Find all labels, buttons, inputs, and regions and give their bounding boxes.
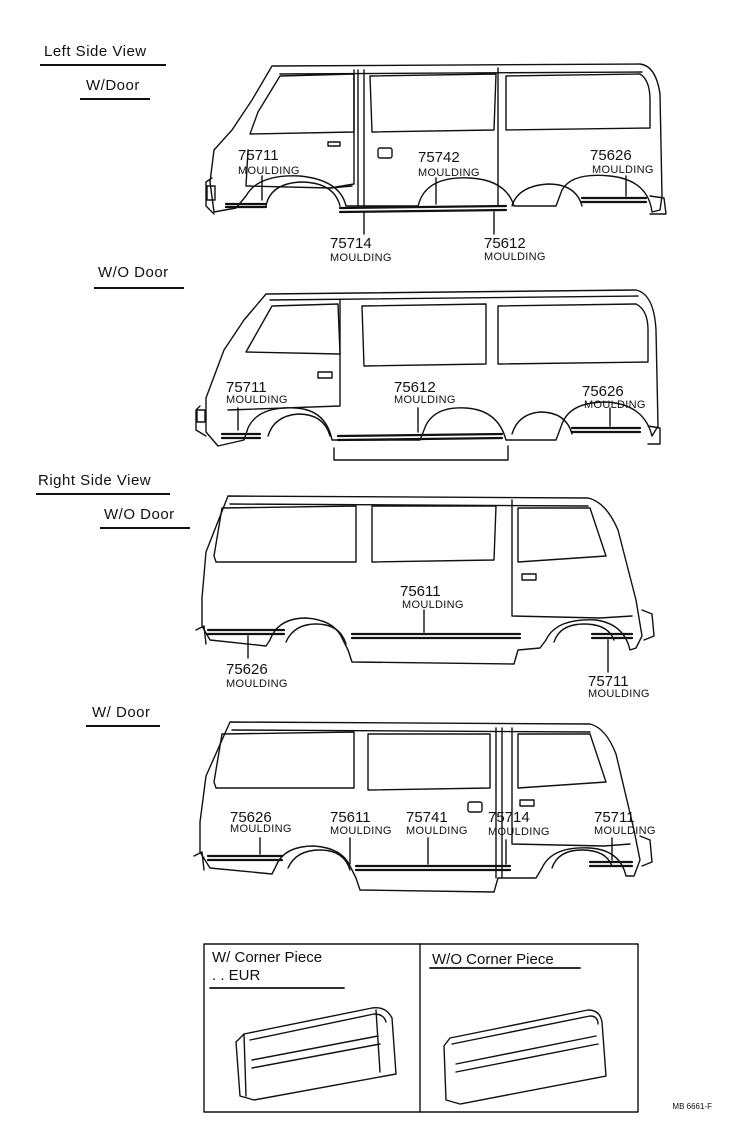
v1-callout-75742-name: MOULDING <box>418 167 480 179</box>
v3-callout-75626-code: 75626 <box>226 661 268 678</box>
v2-callout-75626-code: 75626 <box>582 383 624 400</box>
v2-callout-75612-name: MOULDING <box>394 394 456 406</box>
right-wdoor-underline <box>86 725 160 727</box>
inset-left-subtitle: . . EUR <box>212 967 261 984</box>
v4-callout-75711-name: MOULDING <box>594 825 656 837</box>
v1-callout-75711-code: 75711 <box>238 147 279 164</box>
v2-callout-75711-code: 75711 <box>226 379 267 396</box>
left-side-view-heading: Left Side View <box>44 43 147 60</box>
v3-callout-75611-name: MOULDING <box>402 599 464 611</box>
v1-callout-75711-name: MOULDING <box>238 165 300 177</box>
v2-callout-75711-name: MOULDING <box>226 394 288 406</box>
v3-callout-75611-code: 75611 <box>400 583 441 600</box>
left-wodoor-label: W/O Door <box>98 264 169 281</box>
inset-right-title: W/O Corner Piece <box>432 951 554 968</box>
v3-callout-75711-code: 75711 <box>588 673 629 690</box>
inset-left-title: W/ Corner Piece <box>212 949 322 966</box>
van-right-wdoor <box>193 721 653 893</box>
van-left-wodoor <box>195 289 661 461</box>
v3-callout-75711-name: MOULDING <box>588 688 650 700</box>
v1-callout-75714-code: 75714 <box>330 235 372 252</box>
left-side-view-underline <box>40 64 166 66</box>
left-wdoor-label: W/Door <box>86 77 140 94</box>
v3-callout-75626-name: MOULDING <box>226 678 288 690</box>
v1-callout-75626-name: MOULDING <box>592 164 654 176</box>
v1-callout-75626-code: 75626 <box>590 147 632 164</box>
v2-callout-75612-code: 75612 <box>394 379 436 396</box>
left-wodoor-underline <box>94 287 184 289</box>
v4-callout-75714-name: MOULDING <box>488 826 550 838</box>
v4-callout-75741-name: MOULDING <box>406 825 468 837</box>
v4-callout-75714-code: 75714 <box>488 809 530 826</box>
v4-callout-75626-code: 75626 <box>230 809 272 826</box>
v1-callout-75714-name: MOULDING <box>330 252 392 264</box>
left-wdoor-underline <box>80 98 150 100</box>
v4-callout-75711-code: 75711 <box>594 809 635 826</box>
van-right-wodoor <box>195 495 655 673</box>
right-wodoor-underline <box>100 527 190 529</box>
v4-callout-75741-code: 75741 <box>406 809 448 826</box>
v4-callout-75626-name: MOULDING <box>230 823 292 835</box>
right-wodoor-label: W/O Door <box>104 506 175 523</box>
right-wdoor-label: W/ Door <box>92 704 151 721</box>
v4-callout-75611-code: 75611 <box>330 809 371 826</box>
right-side-view-heading: Right Side View <box>38 472 152 489</box>
v1-callout-75612-name: MOULDING <box>484 251 546 263</box>
v1-callout-75742-code: 75742 <box>418 149 460 166</box>
reference-code: MB 6661-F <box>672 1102 712 1111</box>
right-side-view-underline <box>36 493 170 495</box>
v1-callout-75612-code: 75612 <box>484 235 526 252</box>
inset-box <box>203 943 639 1113</box>
van-left-wdoor <box>205 63 667 235</box>
v4-callout-75611-name: MOULDING <box>330 825 392 837</box>
v2-callout-75626-name: MOULDING <box>584 399 646 411</box>
